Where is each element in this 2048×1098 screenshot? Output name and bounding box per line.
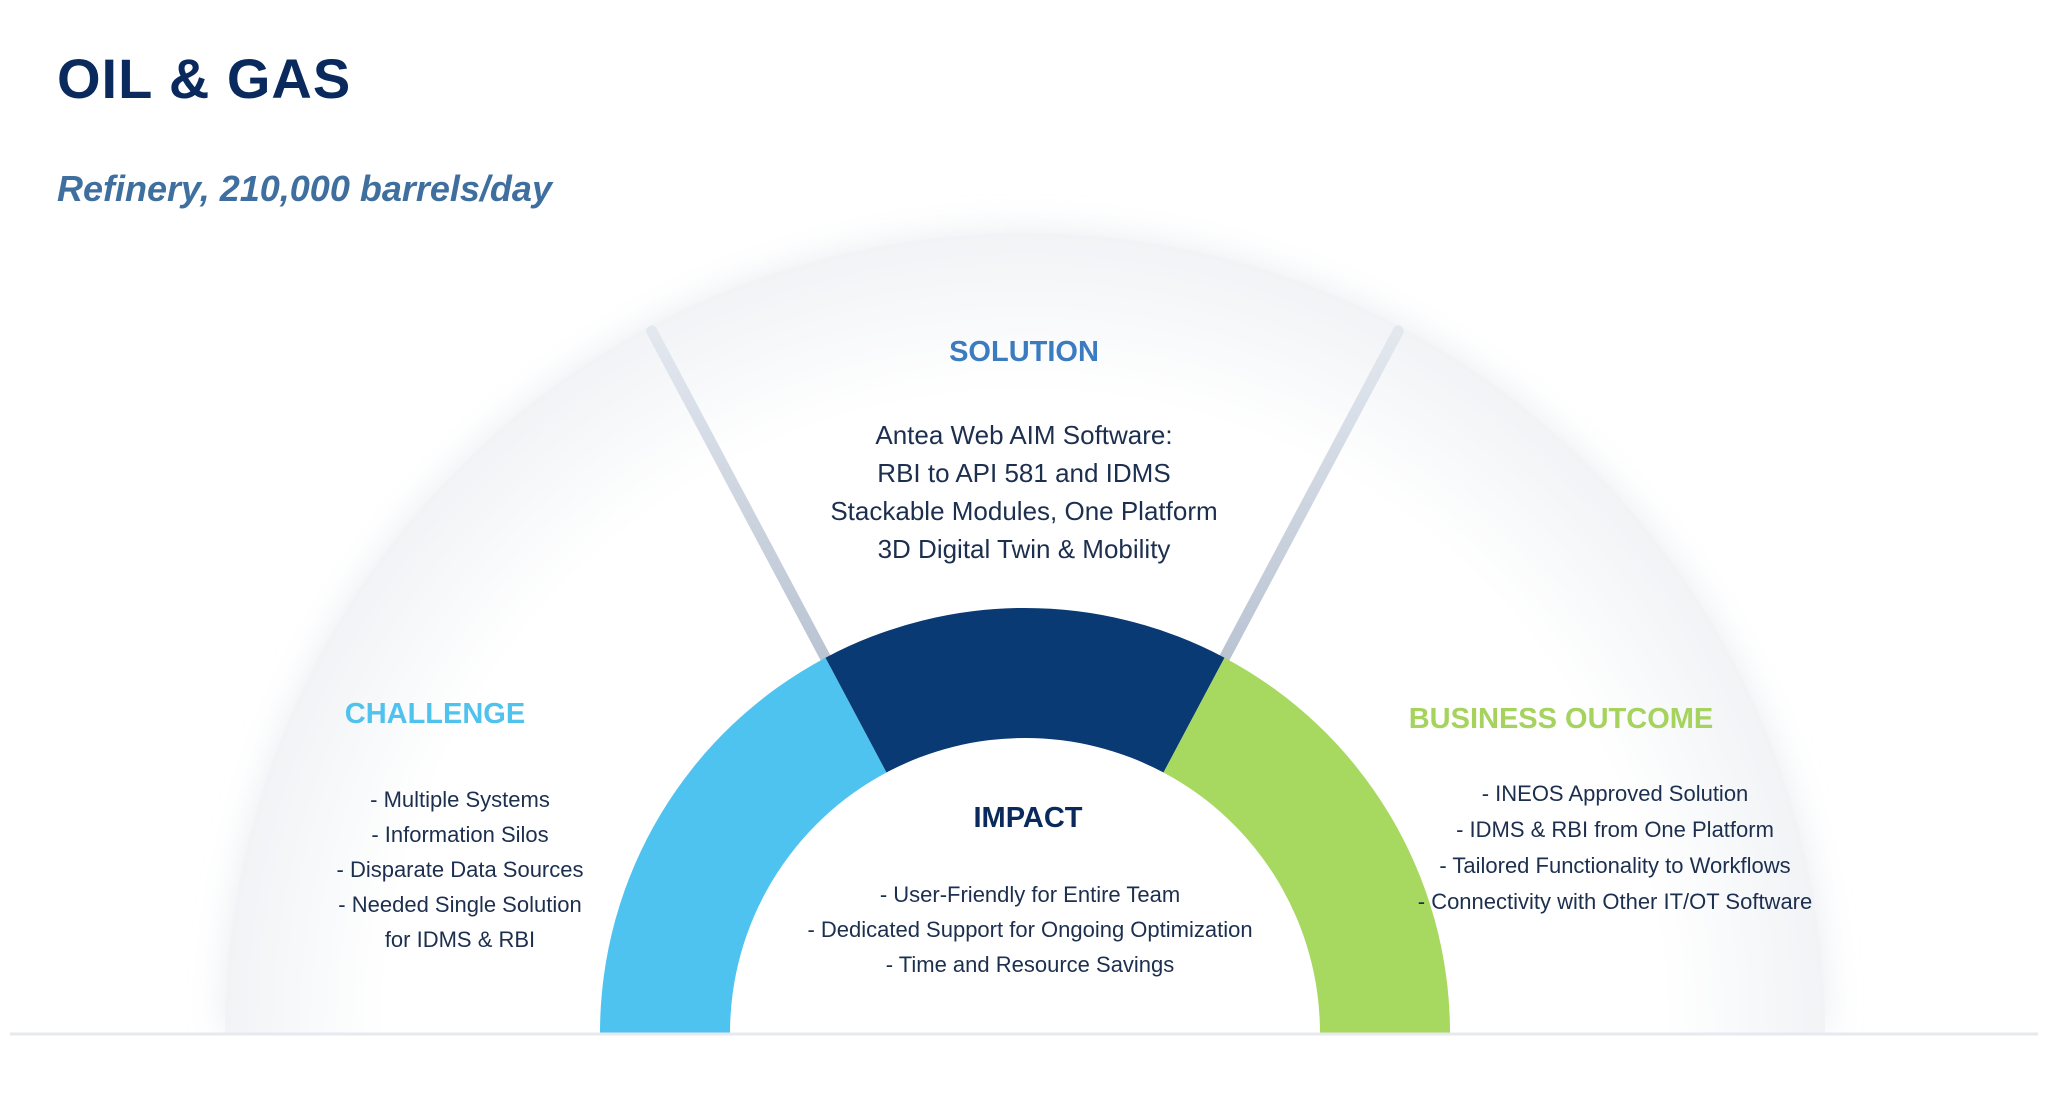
challenge-item: for IDMS & RBI — [384, 927, 536, 952]
challenge-item: - Information Silos — [371, 822, 549, 847]
business-outcome-list: - INEOS Approved Solution - IDMS & RBI f… — [1415, 780, 1815, 924]
challenge-item: - Disparate Data Sources — [336, 857, 584, 882]
impact-item: - Dedicated Support for Ongoing Optimiza… — [807, 917, 1253, 942]
impact-heading: IMPACT — [973, 802, 1083, 834]
impact-item: - Time and Resource Savings — [885, 952, 1175, 977]
business-outcome-heading: BUSINESS OUTCOME — [1408, 703, 1714, 735]
baseline-cover — [0, 1033, 2048, 1098]
impact-item: - User-Friendly for Entire Team — [879, 882, 1181, 907]
outcome-item: - INEOS Approved Solution — [1481, 781, 1749, 806]
solution-heading: SOLUTION — [949, 336, 1099, 368]
challenge-item: - Multiple Systems — [370, 787, 550, 812]
challenge-item: - Needed Single Solution — [338, 892, 582, 917]
challenge-list: - Multiple Systems - Information Silos -… — [300, 782, 620, 957]
solution-item: 3D Digital Twin & Mobility — [877, 534, 1171, 564]
challenge-ring-segment — [599, 657, 887, 1033]
divider-line-right — [1216, 325, 1404, 668]
outcome-item: - IDMS & RBI from One Platform — [1456, 817, 1774, 842]
divider-line-left — [646, 325, 834, 668]
outcome-ring-segment — [1163, 657, 1450, 1033]
outcome-item: - Tailored Functionality to Workflows — [1439, 853, 1791, 878]
solution-item: Antea Web AIM Software: — [875, 420, 1173, 450]
impact-ring-segment — [825, 607, 1225, 773]
impact-list: - User-Friendly for Entire Team - Dedica… — [750, 877, 1310, 982]
solution-list: Antea Web AIM Software: RBI to API 581 a… — [774, 416, 1274, 568]
solution-item: RBI to API 581 and IDMS — [877, 458, 1171, 488]
page-title: OIL & GAS — [57, 47, 352, 110]
challenge-heading: CHALLENGE — [344, 698, 526, 730]
outcome-item: - Connectivity with Other IT/OT Software — [1417, 889, 1813, 914]
solution-item: Stackable Modules, One Platform — [830, 496, 1218, 526]
page-subtitle: Refinery, 210,000 barrels/day — [57, 168, 552, 209]
